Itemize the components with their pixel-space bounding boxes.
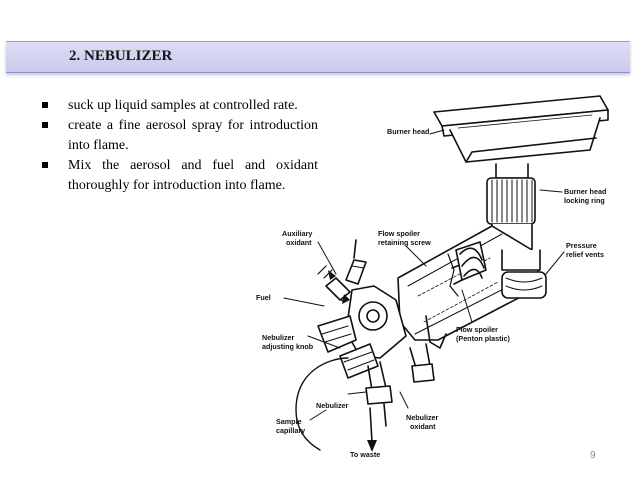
page-number: 9 xyxy=(590,450,596,461)
arrow-heads xyxy=(328,270,377,452)
label-flow-spoiler: Flow spoiler xyxy=(456,325,498,334)
nebulizer-diagram: Burner head Burner head locking ring Pre… xyxy=(256,95,609,458)
bullet-list: suck up liquid samples at controlled rat… xyxy=(40,96,318,196)
flow-spoiler-drawing xyxy=(455,241,487,281)
sample-capillary-drawing xyxy=(295,357,349,451)
bullet-item: Mix the aerosol and fuel and oxidant tho… xyxy=(40,156,318,196)
pressure-relief-vents-drawing xyxy=(501,249,547,299)
label-burner-head-locking-ring: Burner head xyxy=(564,187,606,196)
label-flow-spoiler-retaining-screw: Flow spoiler xyxy=(378,229,420,238)
label-flow-spoiler: (Penton plastic) xyxy=(456,334,511,343)
label-leader-lines xyxy=(283,129,565,421)
flow-arrows xyxy=(369,407,373,443)
burner-head-locking-ring-drawing xyxy=(486,163,536,251)
label-pressure-relief-vents: Pressure xyxy=(566,241,597,250)
label-to-waste: To waste xyxy=(350,450,380,458)
title-bar: 2. NEBULIZER xyxy=(6,41,630,73)
label-auxiliary-oxidant: oxidant xyxy=(286,238,312,247)
label-burner-head: Burner head xyxy=(387,127,429,136)
label-fuel: Fuel xyxy=(256,293,271,302)
label-flow-spoiler-retaining-screw: retaining screw xyxy=(378,238,431,247)
slide-title: 2. NEBULIZER xyxy=(69,48,173,64)
bullet-item: create a fine aerosol spray for introduc… xyxy=(40,116,318,156)
bullet-item: suck up liquid samples at controlled rat… xyxy=(40,96,318,116)
label-sample-capillary: capillary xyxy=(276,426,305,435)
label-auxiliary-oxidant: Auxiliary xyxy=(282,229,312,238)
label-nebulizer-adjusting-knob: adjusting knob xyxy=(262,342,314,351)
label-nebulizer-adjusting-knob: Nebulizer xyxy=(262,333,295,342)
label-nebulizer-oxidant: oxidant xyxy=(410,422,436,431)
label-nebulizer: Nebulizer xyxy=(316,401,349,410)
label-pressure-relief-vents: relief vents xyxy=(566,250,604,259)
label-sample-capillary: Sample xyxy=(276,417,302,426)
label-burner-head-locking-ring: locking ring xyxy=(564,196,605,205)
label-nebulizer-oxidant: Nebulizer xyxy=(406,413,439,422)
burner-head-drawing xyxy=(433,95,609,163)
nebulizer-body-drawing xyxy=(317,285,447,427)
